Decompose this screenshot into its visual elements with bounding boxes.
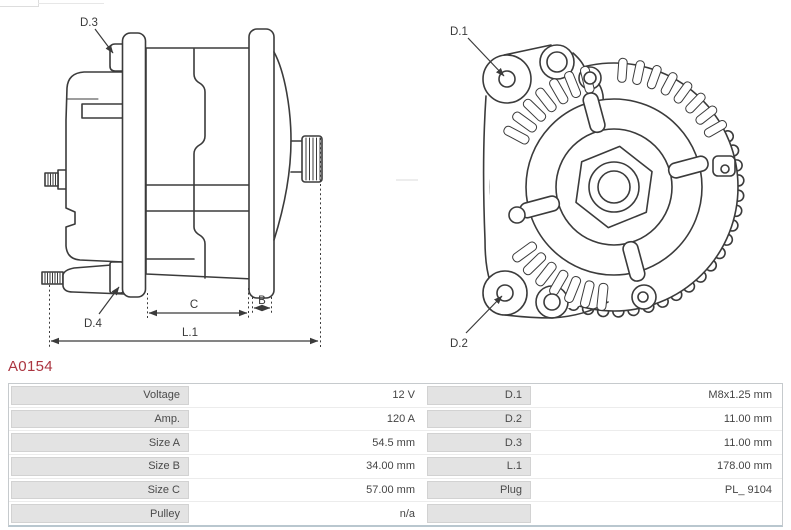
spec-label: D.2 [427,409,531,429]
spec-label [427,504,531,524]
spec-label: Pulley [11,504,189,524]
pulley [301,135,323,183]
label-d1: D.1 [450,26,468,38]
spec-label: Size B [11,457,189,476]
spec-table: Voltage 12 V D.1 M8x1.25 mm Amp. 120 A D… [8,383,783,527]
spec-label: D.1 [427,386,531,405]
watermark-dash [396,179,418,181]
spec-label: Amp. [11,409,189,429]
d3-mount-ear [109,43,125,72]
front-bracket [248,28,275,299]
spec-value [533,502,782,525]
spec-label: Size C [11,480,189,500]
label-d4: D.4 [84,318,103,330]
front-bell [273,51,292,241]
spec-label: L.1 [427,457,531,476]
spec-value: 34.00 mm [366,460,415,473]
rear-housing [65,71,125,263]
plug-connector [81,103,125,119]
spec-value: 11.00 mm [723,413,772,425]
spec-value: M8x1.25 mm [708,389,772,402]
table-row: Amp. 120 A D.2 11.00 mm [9,408,782,432]
mounting-flange [121,32,147,298]
table-row: Voltage 12 V D.1 M8x1.25 mm [9,384,782,408]
table-row: Pulley n/a [9,502,782,525]
spec-value: 12 V [392,389,415,402]
watermark-fragment [0,0,39,7]
watermark-line [38,3,104,4]
label-b: B [258,295,266,307]
spec-value: 11.00 mm [723,436,772,449]
spec-value: n/a [399,507,415,520]
part-number: A0154 [8,358,53,375]
spec-label: Plug [427,480,531,500]
table-row: Size C 57.00 mm Plug PL_ 9104 [9,479,782,503]
spec-label: D.3 [427,433,531,453]
front-view-drawing: D.1 D.2 [450,26,745,350]
spec-value: 178.00 mm [716,460,772,473]
table-row: Size B 34.00 mm L.1 178.00 mm [9,455,782,479]
label-l1: L.1 [182,327,198,339]
spec-value: 54.5 mm [372,436,415,449]
spec-value: 120 A [386,413,415,425]
spec-label: Size A [11,433,189,453]
label-d2: D.2 [450,338,468,350]
technical-drawing: D.3 D.4 C B L.1 [41,17,745,350]
table-row: Size A 54.5 mm D.3 11.00 mm [9,431,782,456]
label-d3: D.3 [80,17,98,29]
spec-label: Voltage [11,386,189,405]
lower-mount-arm [62,263,125,295]
label-c: C [190,299,198,311]
spec-value: PL_ 9104 [724,484,772,497]
side-view-drawing: D.3 D.4 C B L.1 [41,17,323,347]
spec-value: 57.00 mm [366,484,415,497]
